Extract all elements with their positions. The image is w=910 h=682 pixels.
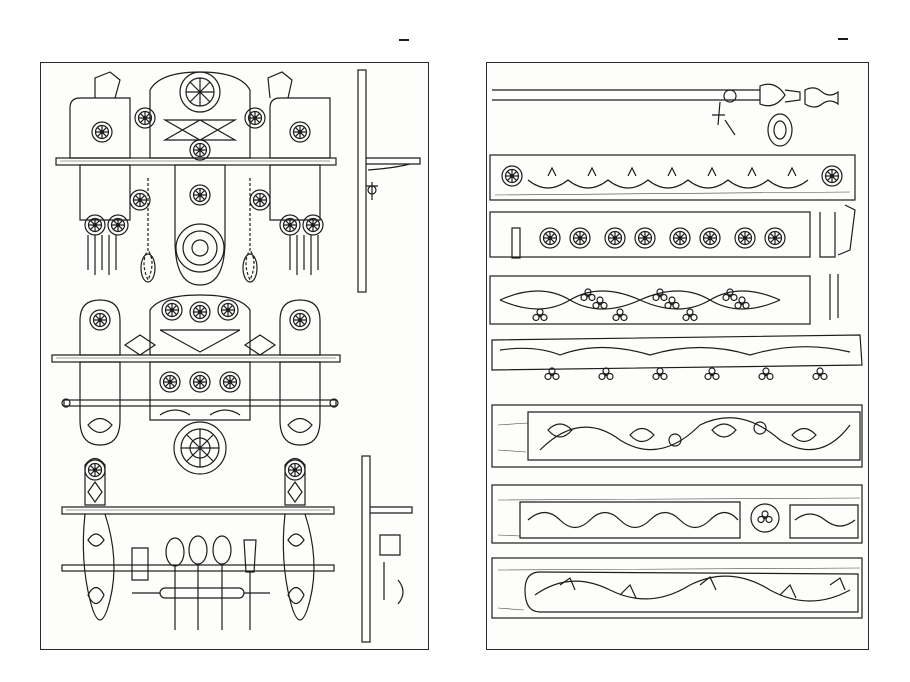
middle-shelf-drawing: [51, 294, 341, 475]
carved-board-6: [491, 484, 863, 544]
curtain-rod-drawing: [492, 83, 839, 147]
carved-board-1: [489, 154, 856, 201]
right-page-number-badge: [838, 38, 848, 40]
carved-board-5: [491, 404, 863, 468]
carved-board-3: [489, 274, 839, 325]
carved-board-2: [489, 204, 856, 259]
left-page: [40, 62, 429, 650]
carved-board-4: [491, 334, 863, 381]
right-page: [486, 62, 869, 650]
top-shelf-drawing: [55, 69, 421, 293]
bottom-shelf-drawing: [61, 455, 413, 643]
carved-board-7: [491, 557, 863, 619]
left-page-number-badge: [399, 39, 409, 41]
